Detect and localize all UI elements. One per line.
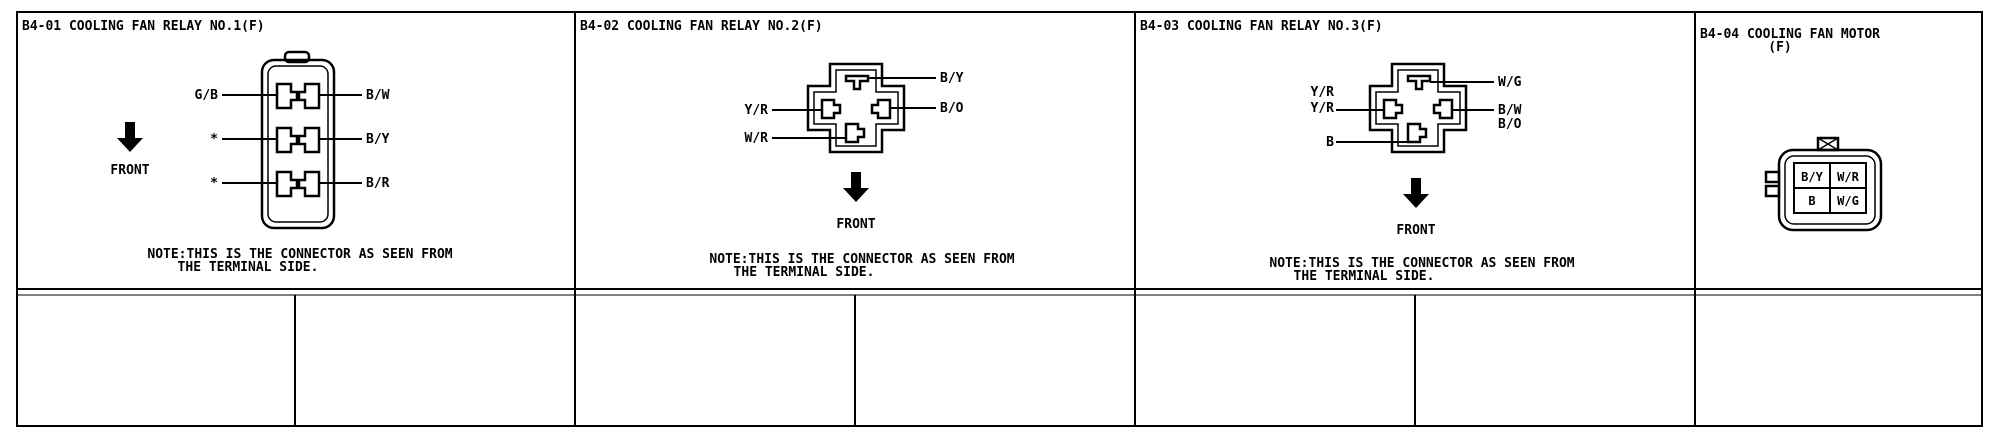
wire-label: Y/R: [1311, 85, 1335, 100]
note-line-1: NOTE:THIS IS THE CONNECTOR AS SEEN FROM: [1269, 256, 1574, 271]
pin-label: B/Y: [1801, 170, 1823, 184]
connector-b4-03: [1368, 62, 1468, 154]
note-line-2: THE TERMINAL SIDE.: [734, 265, 875, 280]
panel-title: B4-02 COOLING FAN RELAY NO.2(F): [580, 19, 823, 34]
wire-label: B/W: [366, 88, 390, 103]
wire-label: B/Y: [366, 132, 390, 147]
front-label: FRONT: [1396, 223, 1435, 238]
connector-b4-04: [1764, 136, 1883, 232]
pin-label: B: [1808, 194, 1815, 208]
wire-label: *: [210, 176, 218, 191]
wire-label: B/W: [1498, 103, 1522, 118]
wire-label: Y/R: [745, 103, 769, 118]
wire-label: G/B: [195, 88, 219, 103]
note-line-1: NOTE:THIS IS THE CONNECTOR AS SEEN FROM: [147, 247, 452, 262]
note-line-2: THE TERMINAL SIDE.: [1294, 269, 1435, 284]
panel-title-suffix: (F): [1768, 40, 1791, 55]
wire-leads: [1336, 81, 1494, 143]
front-label: FRONT: [836, 217, 875, 232]
wire-leads: [772, 77, 936, 139]
wire-label: W/R: [745, 131, 769, 146]
panel-b4-02: B4-02 COOLING FAN RELAY NO.2(F) Y/R W/R …: [580, 19, 1015, 280]
panel-title: B4-01 COOLING FAN RELAY NO.1(F): [22, 19, 265, 34]
wire-label: Y/R: [1311, 101, 1335, 116]
note-line-2: THE TERMINAL SIDE.: [178, 260, 319, 275]
panel-b4-01: B4-01 COOLING FAN RELAY NO.1(F) G/B * * …: [22, 19, 453, 275]
note-line-1: NOTE:THIS IS THE CONNECTOR AS SEEN FROM: [709, 252, 1014, 267]
pin-label: W/G: [1837, 194, 1859, 208]
front-arrow-icon: [1403, 178, 1429, 208]
wire-label: *: [210, 132, 218, 147]
wire-label: B/Y: [940, 71, 964, 86]
front-arrow-icon: [117, 122, 143, 152]
panel-title: B4-03 COOLING FAN RELAY NO.3(F): [1140, 19, 1383, 34]
front-label: FRONT: [110, 163, 149, 178]
wire-label: B: [1326, 135, 1334, 150]
wire-label: B/O: [1498, 117, 1522, 132]
table-grid: [16, 11, 1983, 427]
wire-label: W/G: [1498, 75, 1522, 90]
wire-label: B/O: [940, 101, 964, 116]
connector-b4-02: [806, 62, 906, 154]
panel-b4-04: B4-04 COOLING FAN MOTOR (F) B/Y W/R B W/…: [1700, 27, 1883, 232]
front-arrow-icon: [843, 172, 869, 202]
wire-label: B/R: [366, 176, 390, 191]
wire-leads: [222, 94, 362, 184]
panel-b4-03: B4-03 COOLING FAN RELAY NO.3(F) Y/R Y/R …: [1140, 19, 1575, 284]
connector-b4-01: [260, 50, 336, 230]
panel-title: B4-04 COOLING FAN MOTOR: [1700, 27, 1880, 42]
pin-label: W/R: [1837, 170, 1859, 184]
outer-frame: [16, 11, 1983, 427]
